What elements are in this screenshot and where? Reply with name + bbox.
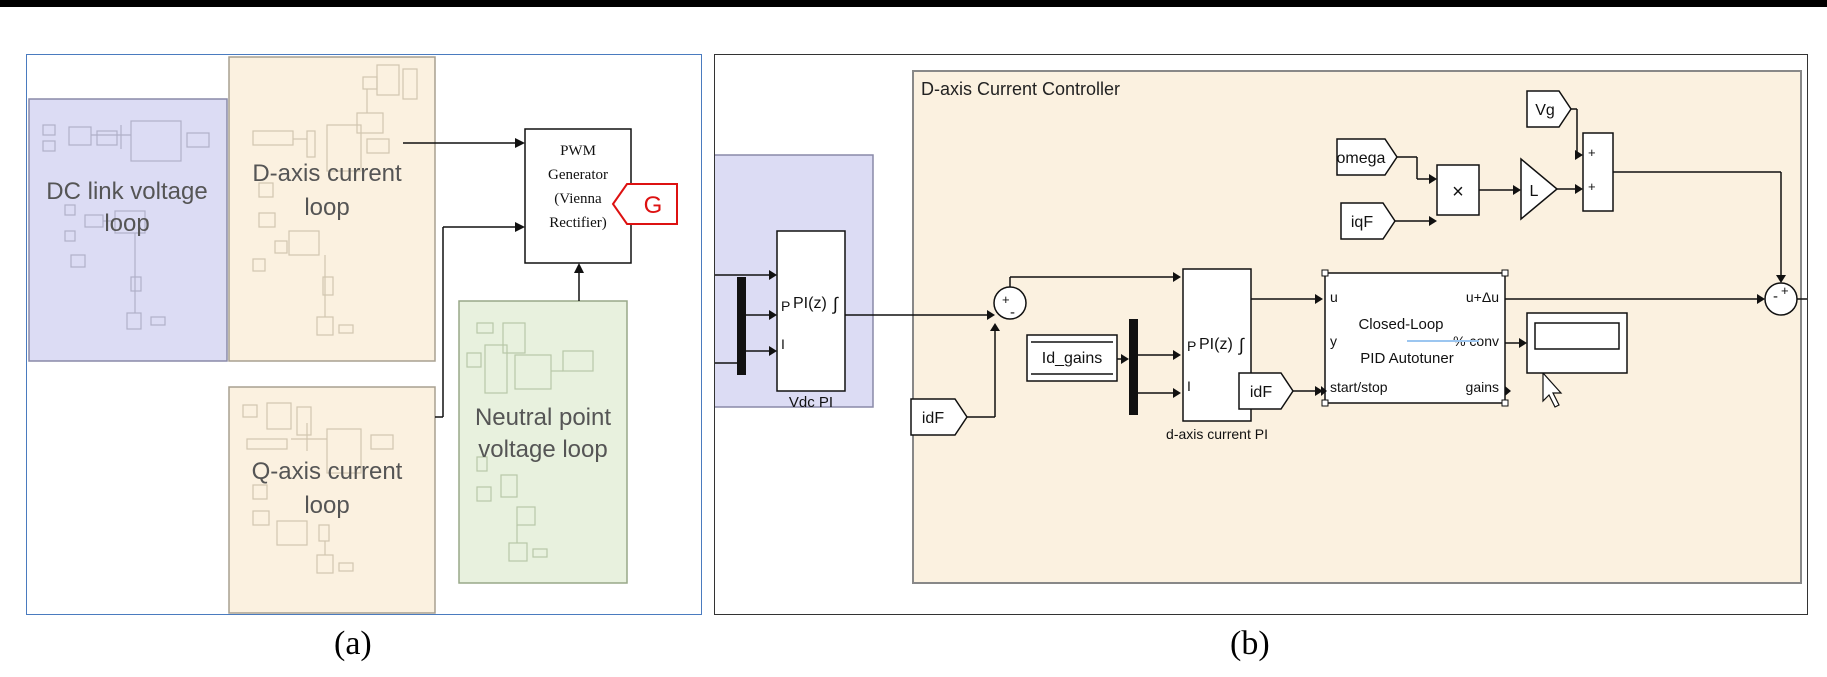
panel-a-diagram: PWM Generator (Vienna Rectifier) G DC li… [28,56,678,614]
autotuner-in-u: u [1330,289,1338,305]
panel-b-signals [715,108,1807,418]
dc-link-internal-sketch [42,120,210,330]
arrow-to-pwm-2 [515,222,525,232]
omega-tag[interactable] [1336,138,1398,176]
neutral-internal-sketch [466,322,594,562]
d-axis-internal-sketch [252,64,418,336]
neutral-point-block[interactable] [458,300,628,584]
pwm-line-1: PWM [560,143,596,159]
sum-2-sign-b: + [1588,179,1596,194]
mouse-cursor-icon [1542,371,1563,408]
d-pi-port-p: P [1187,338,1196,354]
dc-link-block[interactable] [28,98,228,362]
iqf-tag[interactable] [1340,202,1396,240]
omega-tag-label: omega [1337,150,1386,167]
product-symbol: × [1452,181,1464,203]
caption-b: (b) [1230,625,1270,662]
arrow-to-pwm-3 [574,263,584,273]
mux-1[interactable] [737,277,746,375]
q-axis-block[interactable] [228,386,436,614]
vdc-pi-port-i: I [781,336,785,352]
sum-3-sign-b: + [1781,283,1789,298]
dc-link-label-1: DC link voltage [46,178,207,205]
vdc-pi-block[interactable] [776,230,846,392]
d-axis-block[interactable] [228,56,436,362]
neutral-label-2: voltage loop [478,436,607,463]
vg-tag[interactable] [1526,90,1572,128]
q-axis-internal-sketch [242,402,394,574]
d-axis-label-1: D-axis current [252,160,402,187]
sum-3-sign-a: - [1773,288,1778,305]
idf-tag-2[interactable] [1238,372,1294,410]
autotuner-in-y: y [1330,333,1337,349]
sum-2-sign-a: + [1588,145,1596,160]
pwm-line-2: Generator [548,167,608,183]
q-axis-label-2: loop [304,492,349,519]
panel-b-arrowheads [769,150,1786,398]
ld-gains-label: Id_gains [1042,350,1103,367]
idf-tag-1-label: idF [922,410,944,427]
autotuner-handle-tl [1321,269,1329,277]
d-pi-port-i: I [1187,378,1191,394]
autotuner-in-start: start/stop [1330,379,1388,395]
subsystem-title: D-axis Current Controller [921,79,1120,99]
d-pi-expr: PI(z) [1199,336,1233,353]
caption-a: (a) [334,625,372,662]
autotuner-handle-tr [1501,269,1509,277]
pwm-line-4: Rectifier) [549,215,606,231]
d-axis-label-2: loop [304,194,349,221]
output-tag-g[interactable] [611,183,678,225]
sum-1-sign-a: + [1002,292,1010,307]
vdc-pi-port-p: P [781,298,790,314]
vdc-pi-integral: ∫ [831,294,839,314]
idf-tag-1[interactable] [910,398,968,436]
panel-a: PWM Generator (Vienna Rectifier) G DC li… [26,54,702,615]
autotuner-title-1: Closed-Loop [1358,316,1443,333]
iqf-tag-label: iqF [1351,214,1373,231]
vdc-pi-label: Vdc PI [789,394,833,411]
arrow-to-pwm-1 [515,138,525,148]
d-pi-integral: ∫ [1237,335,1245,355]
panel-b: D-axis Current Controller P PI(z) ∫ I Vd… [714,54,1808,615]
autotuner-handle-br [1501,399,1509,407]
d-pi-label: d-axis current PI [1166,426,1268,442]
dc-link-label-2: loop [104,210,149,237]
pid-autotuner-block[interactable] [1324,272,1506,404]
q-axis-label-1: Q-axis current [252,458,403,485]
vg-tag-label: Vg [1535,102,1555,119]
sum-1-sign-b: - [1010,304,1015,321]
autotuner-title-2: PID Autotuner [1360,350,1453,367]
autotuner-out-du: u+Δu [1466,289,1499,305]
output-tag-g-label: G [644,192,663,219]
pwm-line-3: (Vienna [554,191,602,207]
vdc-pi-expr: PI(z) [793,295,827,312]
mux-2[interactable] [1129,319,1138,415]
neutral-label-1: Neutral point [475,404,611,431]
display-screen [1534,322,1620,350]
top-border [0,0,1827,7]
panel-b-diagram: D-axis Current Controller P PI(z) ∫ I Vd… [715,70,1807,584]
gain-l-label: L [1530,183,1539,200]
idf-tag-2-label: idF [1250,384,1272,401]
autotuner-handle-bl [1321,399,1329,407]
panel-a-signals [403,142,627,418]
autotuner-out-gains: gains [1466,379,1499,395]
sum-2[interactable] [1582,132,1614,212]
gain-l-block[interactable] [1520,157,1559,221]
